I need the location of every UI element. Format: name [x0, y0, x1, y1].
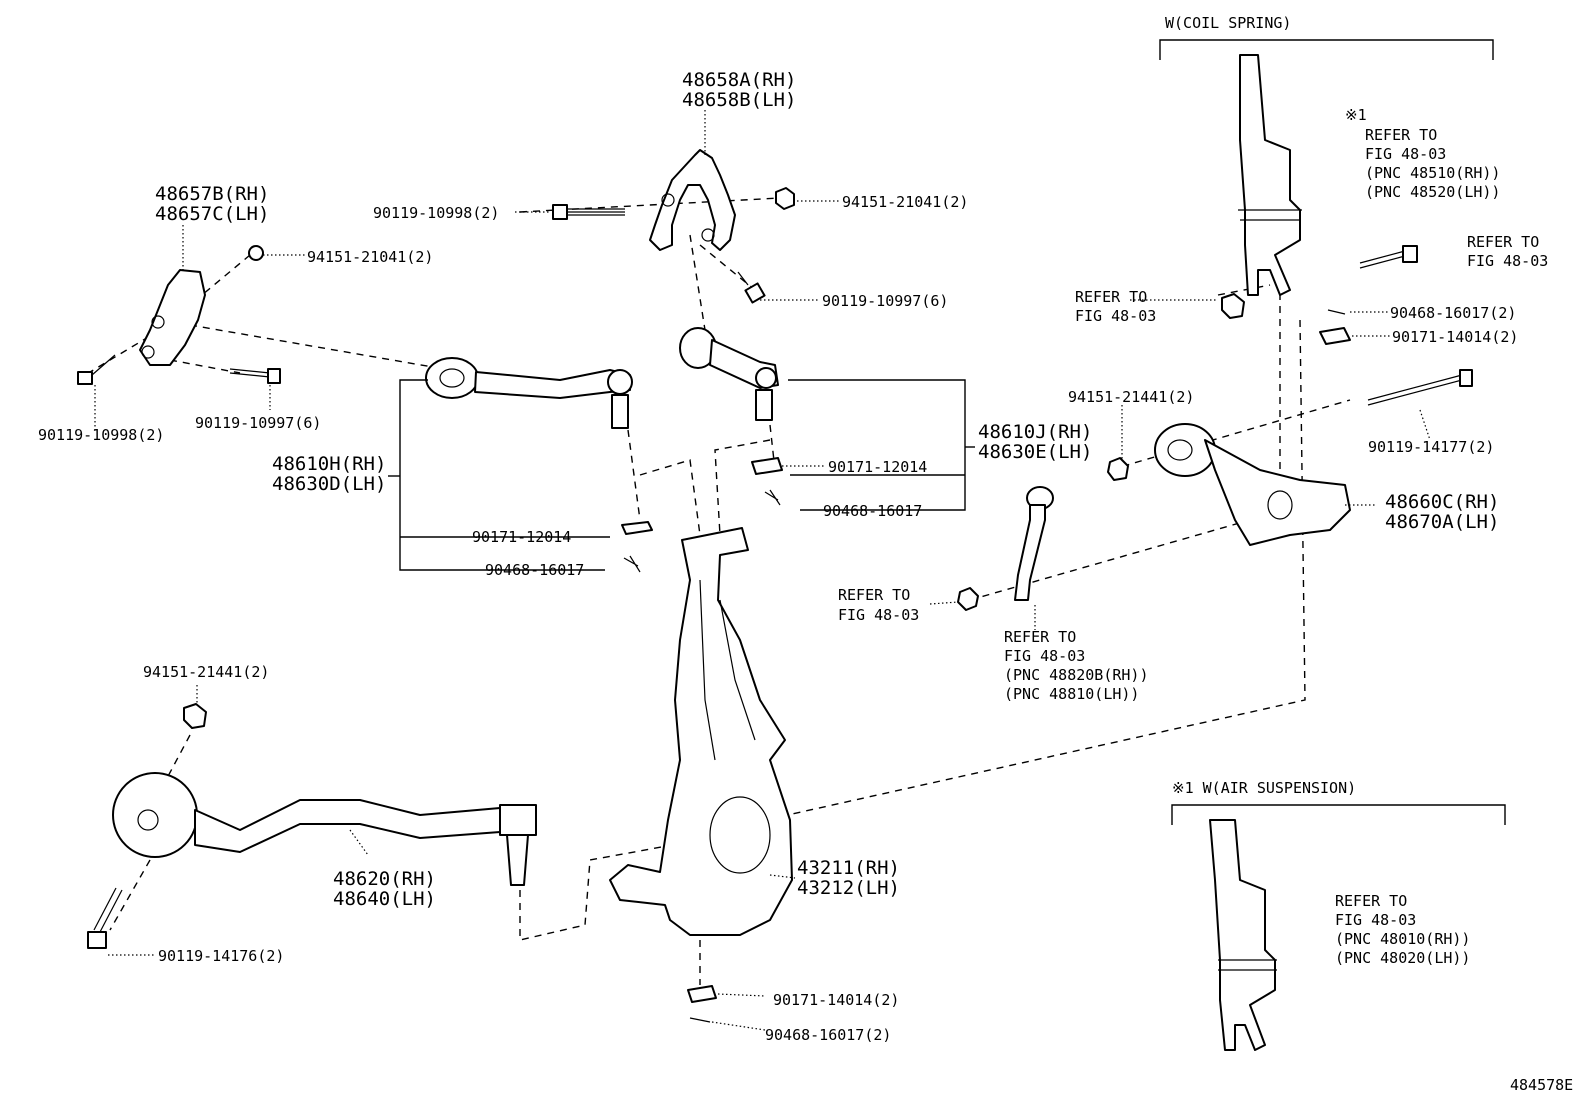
- bolt-part: [229, 368, 281, 384]
- label-48620: 48620(RH): [333, 868, 436, 890]
- nut-part: [751, 457, 783, 475]
- coil-spring-strut-part: [1238, 54, 1302, 296]
- pnc-48820b-label: (PNC 48820B(RH)): [1004, 666, 1149, 684]
- refer-to-label: REFER TO: [838, 586, 910, 604]
- refer-to-label: REFER TO: [1365, 126, 1437, 144]
- nut-part: [1107, 457, 1129, 481]
- bolt-part: [737, 271, 766, 304]
- pnc-48020-label: (PNC 48020(LH)): [1335, 949, 1470, 967]
- label-48658a: 48658A(RH): [682, 69, 796, 91]
- label-90119-14177: 90119-14177(2): [1368, 438, 1494, 456]
- label-48657b: 48657B(RH): [155, 183, 269, 205]
- fig-ref-label: FIG 48-03: [1335, 911, 1416, 929]
- label-90119-10998-top: 90119-10998(2): [373, 204, 499, 222]
- nut-part: [183, 703, 207, 729]
- lower-tension-arm-part: [1154, 423, 1351, 546]
- pin-part: [764, 489, 781, 506]
- refer-to-label: REFER TO: [1467, 233, 1539, 251]
- bolt-part: [552, 204, 625, 220]
- nut-part: [957, 587, 979, 611]
- bolt-part: [1359, 245, 1418, 269]
- label-90468-16017-2: 90468-16017(2): [1390, 304, 1516, 322]
- label-48657c: 48657C(LH): [155, 203, 269, 225]
- pnc-48520-label: (PNC 48520(LH)): [1365, 183, 1500, 201]
- label-90171-14014-bottom: 90171-14014(2): [773, 991, 899, 1009]
- label-90468-16017-bottom: 90468-16017(2): [765, 1026, 891, 1044]
- label-43212: 43212(LH): [797, 877, 900, 899]
- label-90119-10997-top: 90119-10997(6): [822, 292, 948, 310]
- label-94151-21441-right: 94151-21441(2): [1068, 388, 1194, 406]
- label-43211: 43211(RH): [797, 857, 900, 879]
- label-94151-21441-left: 94151-21441(2): [143, 663, 269, 681]
- label-90171-14014-top: 90171-14014(2): [1392, 328, 1518, 346]
- refer-to-label: REFER TO: [1004, 628, 1076, 646]
- bolt-part: [77, 354, 116, 385]
- refer-to-label: REFER TO: [1335, 892, 1407, 910]
- label-48610h: 48610H(RH): [272, 453, 386, 475]
- fig-ref-label: FIG 48-03: [1365, 145, 1446, 163]
- note-mark: ※1: [1345, 106, 1367, 124]
- label-94151-21041-left: 94151-21041(2): [307, 248, 433, 266]
- left-bracket-part: [139, 269, 206, 366]
- washer-part: [248, 245, 264, 261]
- coil-spring-header: W(COIL SPRING): [1165, 14, 1291, 32]
- stabilizer-link-part: [1014, 486, 1054, 601]
- nut-part: [1319, 327, 1351, 345]
- pnc-48510-label: (PNC 48510(RH)): [1365, 164, 1500, 182]
- label-90468-16017-right: 90468-16017: [823, 502, 922, 520]
- pnc-48810-label: (PNC 48810(LH)): [1004, 685, 1139, 703]
- label-90119-10998-left: 90119-10998(2): [38, 426, 164, 444]
- label-48670a: 48670A(LH): [1385, 511, 1499, 533]
- upper-arm-right-part: [679, 327, 779, 421]
- label-94151-21041-top: 94151-21041(2): [842, 193, 968, 211]
- bolt-part: [87, 887, 123, 949]
- nut-part: [1221, 293, 1245, 319]
- upper-arm-left-part: [425, 357, 633, 429]
- fig-ref-label: FIG 48-03: [1467, 252, 1548, 270]
- part-labels: 48658A(RH) 48658B(LH) 48657B(RH) 48657C(…: [38, 14, 1573, 1094]
- fig-ref-label: FIG 48-03: [1075, 307, 1156, 325]
- fig-ref-label: FIG 48-03: [838, 606, 919, 624]
- label-48660c: 48660C(RH): [1385, 491, 1499, 513]
- label-48640: 48640(LH): [333, 888, 436, 910]
- label-90119-14176: 90119-14176(2): [158, 947, 284, 965]
- pin-part: [623, 555, 641, 573]
- upper-bracket-part: [649, 149, 736, 251]
- fig-ref-label: FIG 48-03: [1004, 647, 1085, 665]
- label-90171-12014-left: 90171-12014: [472, 528, 571, 546]
- lower-arm-part: [112, 772, 537, 886]
- group-brackets: [388, 39, 1506, 825]
- air-suspension-strut-part: [1209, 819, 1277, 1051]
- nut-part: [621, 521, 653, 535]
- pin-part: [1327, 309, 1346, 315]
- nut-part: [775, 187, 795, 210]
- label-90468-16017-left: 90468-16017: [485, 561, 584, 579]
- label-48630e: 48630E(LH): [978, 441, 1092, 463]
- steering-knuckle-part: [609, 527, 793, 936]
- air-suspension-header: ※1 W(AIR SUSPENSION): [1172, 779, 1356, 797]
- label-90119-10997-left: 90119-10997(6): [195, 414, 321, 432]
- figure-number: 484578E: [1510, 1076, 1573, 1094]
- label-48610j: 48610J(RH): [978, 421, 1092, 443]
- pin-part: [689, 1017, 711, 1023]
- label-48658b: 48658B(LH): [682, 89, 796, 111]
- nut-part: [687, 985, 717, 1003]
- pnc-48010-label: (PNC 48010(RH)): [1335, 930, 1470, 948]
- refer-to-label: REFER TO: [1075, 288, 1147, 306]
- leader-lines: [94, 110, 1431, 1031]
- bolt-part: [1367, 369, 1473, 406]
- label-90171-12014-right: 90171-12014: [828, 458, 927, 476]
- label-48630d: 48630D(LH): [272, 473, 386, 495]
